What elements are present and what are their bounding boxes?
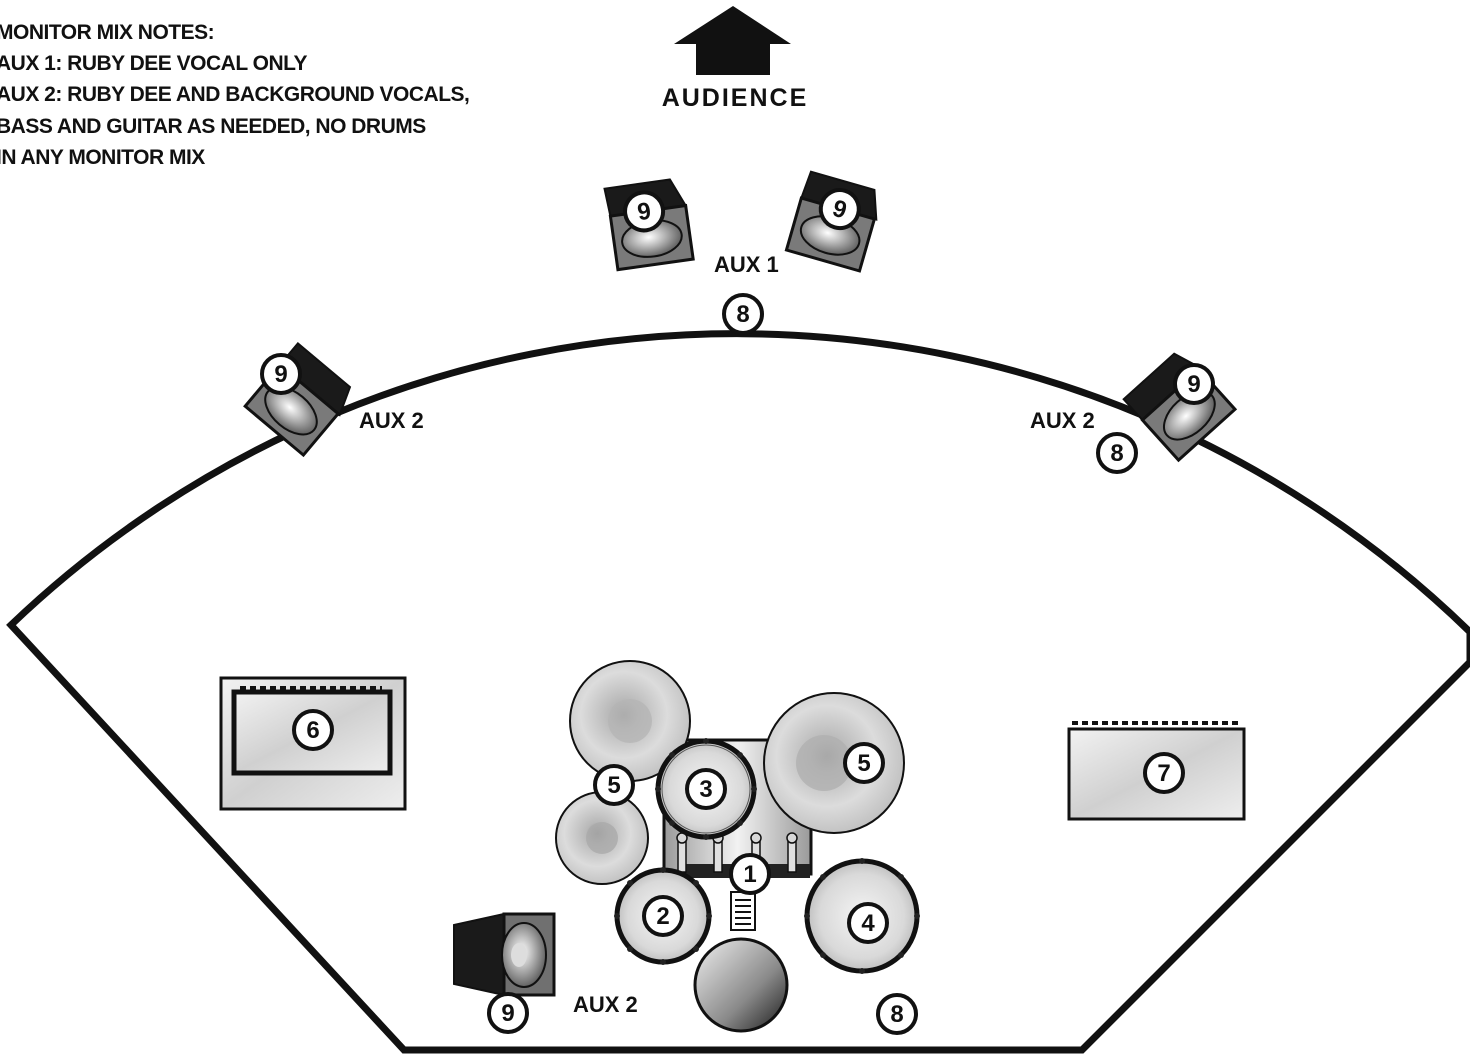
svg-text:8: 8 bbox=[736, 301, 749, 328]
notes-line: AUX 2: RUBY DEE AND BACKGROUND VOCALS, bbox=[0, 83, 469, 106]
audience-label: AUDIENCE bbox=[662, 84, 809, 112]
drum-number-marker: 5 bbox=[843, 742, 885, 784]
svg-text:2: 2 bbox=[656, 903, 669, 930]
svg-text:3: 3 bbox=[699, 776, 712, 803]
amp-icon: 7 bbox=[1067, 721, 1246, 821]
up-arrow-icon bbox=[674, 6, 791, 75]
mic-marker: 8 bbox=[722, 293, 764, 335]
amp-number: 6 bbox=[306, 717, 319, 744]
drum-number-marker: 1 bbox=[729, 853, 771, 895]
aux-label: AUX 2 bbox=[359, 408, 424, 433]
wedge-number-marker: 9 bbox=[260, 353, 302, 395]
svg-text:8: 8 bbox=[1110, 440, 1123, 467]
aux-label: AUX 2 bbox=[573, 992, 638, 1017]
audience-indicator: AUDIENCE bbox=[662, 6, 809, 112]
drum-number-marker: 2 bbox=[642, 895, 684, 937]
stage-outline bbox=[6, 330, 1470, 1054]
mic-marker: 8 bbox=[876, 993, 918, 1035]
wedge-monitor-icon: 9 bbox=[603, 178, 695, 272]
amp-number: 7 bbox=[1157, 760, 1170, 787]
drum-kit: 5 3 5 1 2 4 bbox=[555, 660, 920, 1033]
cymbal-icon bbox=[763, 692, 905, 834]
notes-line: BASS AND GUITAR AS NEEDED, NO DRUMS bbox=[0, 115, 426, 138]
notes-line: AUX 1: RUBY DEE VOCAL ONLY bbox=[0, 52, 308, 75]
wedge-number: 9 bbox=[636, 198, 653, 227]
drum-throne-icon bbox=[693, 937, 789, 1033]
svg-text:5: 5 bbox=[857, 750, 870, 777]
svg-text:9: 9 bbox=[274, 361, 287, 388]
svg-text:9: 9 bbox=[1187, 371, 1200, 398]
wedge-number-marker: 9 bbox=[487, 992, 529, 1034]
amp-icon: 6 bbox=[219, 676, 407, 811]
svg-text:1: 1 bbox=[743, 861, 756, 888]
wedge-monitor-icon: 9 bbox=[784, 170, 878, 273]
kick-pedal-icon bbox=[730, 891, 756, 931]
side-fill-icon bbox=[453, 912, 556, 997]
monitor-mix-notes: MONITOR MIX NOTES: AUX 1: RUBY DEE VOCAL… bbox=[0, 21, 470, 169]
svg-text:4: 4 bbox=[861, 910, 875, 937]
notes-line: IN ANY MONITOR MIX bbox=[0, 146, 205, 169]
wedge-number-marker: 9 bbox=[1173, 363, 1215, 405]
drum-number-marker: 5 bbox=[593, 764, 635, 806]
svg-text:9: 9 bbox=[501, 1000, 514, 1027]
svg-text:8: 8 bbox=[890, 1001, 903, 1028]
aux-label: AUX 1 bbox=[714, 252, 779, 277]
notes-title: MONITOR MIX NOTES: bbox=[0, 21, 214, 44]
drum-number-marker: 4 bbox=[847, 902, 889, 944]
cymbal-icon bbox=[555, 791, 649, 885]
aux-label: AUX 2 bbox=[1030, 408, 1095, 433]
svg-text:5: 5 bbox=[607, 772, 620, 799]
mic-marker: 8 bbox=[1096, 432, 1138, 474]
drum-number-marker: 3 bbox=[685, 768, 727, 810]
